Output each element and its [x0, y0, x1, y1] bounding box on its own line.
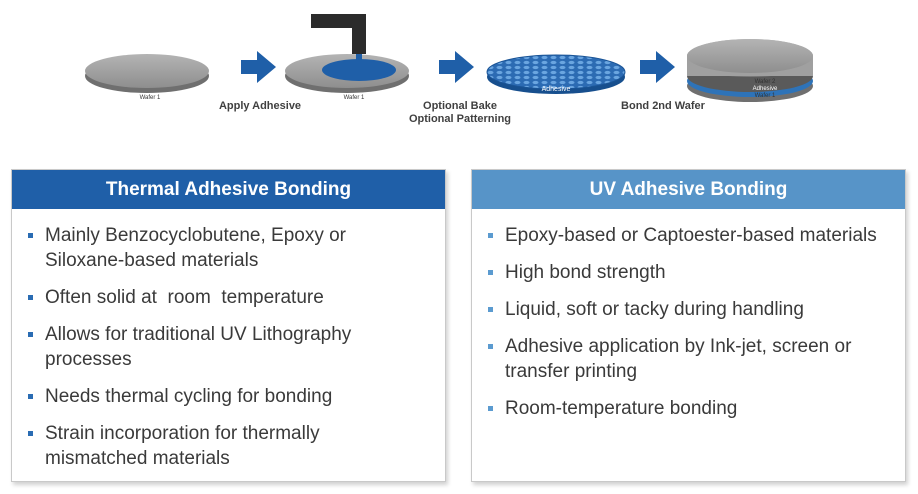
square-bullet-icon — [28, 233, 33, 238]
list-item: Needs thermal cycling for bonding — [28, 384, 427, 409]
wafer-bonded-stack: Wafer 2 Adhesive Wafer 1 — [687, 39, 813, 102]
list-item: Epoxy-based or Captoester-based material… — [488, 223, 887, 248]
list-item: High bond strength — [488, 260, 887, 285]
step-label-bake: Optional Bake Optional Patterning — [398, 100, 522, 126]
list-item-text: Often solid at room temperature — [45, 287, 324, 308]
list-item: Strain incorporation for thermally misma… — [28, 421, 427, 471]
square-bullet-icon — [28, 394, 33, 399]
arrow-right-icon — [640, 51, 675, 83]
uv-feature-list: Epoxy-based or Captoester-based material… — [472, 209, 905, 421]
wafer-label: Wafer 1 — [546, 95, 567, 101]
square-bullet-icon — [488, 406, 493, 411]
wafer-label: Wafer 1 — [140, 95, 161, 101]
step-label-line: Optional Bake — [423, 100, 497, 112]
wafer-patterned-adhesive: Adhesive Wafer 1 — [486, 54, 626, 101]
square-bullet-icon — [28, 295, 33, 300]
thermal-panel-title: Thermal Adhesive Bonding — [12, 170, 445, 209]
list-item-text: Mainly Benzocyclobutene, Epoxy or Siloxa… — [45, 225, 346, 271]
second-wafer-label: Wafer 2 — [755, 79, 776, 85]
adhesive-label: Adhesive — [753, 86, 778, 92]
arrow-right-icon — [439, 51, 474, 83]
square-bullet-icon — [488, 344, 493, 349]
list-item-text: Needs thermal cycling for bonding — [45, 386, 333, 407]
adhesive-label: Adhesive — [542, 86, 571, 93]
dispenser-nozzle-icon — [311, 14, 366, 70]
process-diagram: Wafer 1 Wafer 1 Adhesive Wafer 1 Wafe — [85, 14, 813, 102]
wafer-bare: Wafer 1 — [85, 54, 209, 101]
wafer-label: Wafer 1 — [344, 95, 365, 101]
step-label-bond: Bond 2nd Wafer — [608, 100, 718, 113]
uv-panel-title: UV Adhesive Bonding — [472, 170, 905, 209]
step-label-line: Bond 2nd Wafer — [621, 100, 705, 112]
step-label-line: Apply Adhesive — [218, 100, 302, 112]
uv-bonding-panel: UV Adhesive Bonding Epoxy-based or Capto… — [471, 169, 906, 482]
square-bullet-icon — [488, 307, 493, 312]
square-bullet-icon — [28, 431, 33, 436]
list-item-text: Adhesive application by Ink-jet, screen … — [505, 336, 852, 382]
list-item-text: High bond strength — [505, 262, 666, 283]
list-item-text: Epoxy-based or Captoester-based material… — [505, 225, 877, 246]
square-bullet-icon — [488, 270, 493, 275]
list-item: Often solid at room temperature — [28, 285, 427, 310]
thermal-feature-list: Mainly Benzocyclobutene, Epoxy or Siloxa… — [12, 209, 445, 471]
list-item: Room-temperature bonding — [488, 396, 887, 421]
step-label-apply: Apply Adhesive — [207, 100, 313, 113]
wafer-adhesive-dispense: Wafer 1 — [285, 14, 409, 101]
list-item-text: Liquid, soft or tacky during handling — [505, 299, 804, 320]
list-item-text: Allows for traditional UV Lithography pr… — [45, 324, 352, 370]
wafer-label: Wafer 1 — [755, 93, 776, 99]
list-item: Liquid, soft or tacky during handling — [488, 297, 887, 322]
list-item: Adhesive application by Ink-jet, screen … — [488, 334, 887, 384]
arrow-right-icon — [241, 51, 276, 83]
list-item: Allows for traditional UV Lithography pr… — [28, 322, 427, 372]
list-item-text: Room-temperature bonding — [505, 398, 738, 419]
step-label-line: Optional Patterning — [408, 113, 512, 125]
list-item: Mainly Benzocyclobutene, Epoxy or Siloxa… — [28, 223, 427, 273]
square-bullet-icon — [488, 233, 493, 238]
thermal-bonding-panel: Thermal Adhesive Bonding Mainly Benzocyc… — [11, 169, 446, 482]
list-item-text: Strain incorporation for thermally misma… — [45, 423, 320, 469]
square-bullet-icon — [28, 332, 33, 337]
